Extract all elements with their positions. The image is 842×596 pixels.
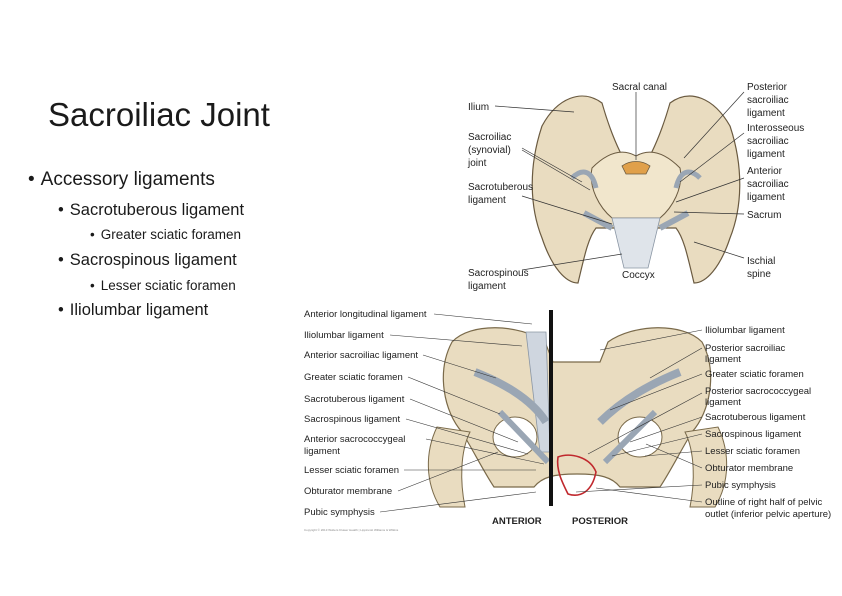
label-greater-sciatic-left: Greater sciatic foramen <box>304 372 403 383</box>
label-interosseous-ligament: ligament <box>747 149 785 160</box>
label-anterior-sacroiliac: sacroiliac <box>747 179 789 190</box>
label-outline-pelvic: Outline of right half of pelvic <box>705 497 822 508</box>
bullet-greater-sciatic: •Greater sciatic foramen <box>90 227 242 242</box>
label-sacrotuberous: Sacrotuberous <box>468 182 533 193</box>
label-posterior-sacrococcygeal-ligament: ligament <box>705 397 741 408</box>
right-femur <box>684 426 728 508</box>
label-anterior-sacroiliac-left: Anterior sacroiliac ligament <box>304 350 418 361</box>
label-greater-sciatic-right: Greater sciatic foramen <box>705 369 804 380</box>
label-anterior-sacrococcygeal-ligament: ligament <box>304 446 340 457</box>
pelvic-outlet-outline <box>556 454 597 496</box>
caption-anterior: ANTERIOR <box>492 516 542 527</box>
label-ischial-spine: spine <box>747 269 771 280</box>
bullet-lesser-sciatic: •Lesser sciatic foramen <box>90 278 236 293</box>
ligament-fan <box>611 217 661 269</box>
label-anterior-ligament: ligament <box>747 192 785 203</box>
sacroiliac-ligaments <box>473 368 682 425</box>
label-sacrotuberous-left: Sacrotuberous ligament <box>304 394 405 405</box>
label-sacrospinous-left: Sacrospinous ligament <box>304 414 400 425</box>
interosseous-ligament <box>570 169 702 189</box>
left-obturator <box>492 416 538 458</box>
label-ilium: Ilium <box>468 102 489 113</box>
sacrum-bone <box>590 151 682 219</box>
sacral-canal <box>621 161 651 175</box>
sacrotuberous-ligaments <box>497 409 658 465</box>
label-pubic-symphysis-right: Pubic symphysis <box>705 480 776 491</box>
slide-title: Sacroiliac Joint <box>48 96 270 133</box>
label-anterior-longitudinal: Anterior longitudinal ligament <box>304 309 427 320</box>
caption-posterior: POSTERIOR <box>572 516 628 527</box>
label-interosseous: Interosseous <box>747 123 804 134</box>
label-posterior: Posterior <box>747 82 788 93</box>
label-interosseous-sacroiliac: sacroiliac <box>747 136 789 147</box>
right-obturator <box>617 416 663 458</box>
bullet-sacrospinous: •Sacrospinous ligament <box>58 251 237 269</box>
label-posterior-sacrococcygeal: Posterior sacrococcygeal <box>705 386 811 397</box>
label-iliolumbar-left: Iliolumbar ligament <box>304 330 384 341</box>
label-pubic-symphysis-left: Pubic symphysis <box>304 507 375 518</box>
label-obturator-left: Obturator membrane <box>304 486 392 497</box>
label-synovial: (synovial) <box>468 145 511 156</box>
label-outline-pelvic-aperture: outlet (inferior pelvic aperture) <box>705 509 831 520</box>
label-anterior-sacrococcygeal: Anterior sacrococcygeal <box>304 434 405 445</box>
bullet-iliolumbar: •Iliolumbar ligament <box>58 301 209 319</box>
cross-section-svg: Ilium Sacroiliac (synovial) joint Sacrot… <box>467 82 804 292</box>
label-obturator-right: Obturator membrane <box>705 463 793 474</box>
label-lesser-sciatic-right: Lesser sciatic foramen <box>705 446 800 457</box>
label-lesser-sciatic-left: Lesser sciatic foramen <box>304 465 399 476</box>
copyright-text: Copyright © 2013 Wolters Kluwer Health |… <box>304 528 399 532</box>
label-posterior-ligament: ligament <box>747 108 785 119</box>
label-sacrotuberous-ligament: ligament <box>468 195 506 206</box>
pelvis-ligaments-figure: Anterior longitudinal ligament Iliolumba… <box>300 302 840 528</box>
label-posterior-sacroiliac: Posterior sacroiliac <box>705 343 785 354</box>
label-sacrum: Sacrum <box>747 210 781 221</box>
label-sacrospinous: Sacrospinous <box>468 268 529 279</box>
label-sacroiliac: Sacroiliac <box>468 132 511 143</box>
bullet-accessory-ligaments: •Accessory ligaments <box>28 169 215 190</box>
label-sacrotuberous-right: Sacrotuberous ligament <box>705 412 806 423</box>
label-ischial: Ischial <box>747 256 775 267</box>
label-sacrospinous-right: Sacrospinous ligament <box>705 429 801 440</box>
label-iliolumbar-right: Iliolumbar ligament <box>705 325 785 336</box>
label-posterior-sacroiliac: sacroiliac <box>747 95 789 106</box>
left-femur <box>427 426 471 508</box>
label-sacral-canal: Sacral canal <box>612 82 667 93</box>
sacrotuberous-ligament-lines <box>582 210 690 231</box>
label-coccyx: Coccyx <box>622 270 655 281</box>
label-posterior-sacroiliac-ligament: ligament <box>705 354 741 365</box>
bullet-sacrotuberous: •Sacrotuberous ligament <box>58 201 245 219</box>
sacroiliac-cross-section-figure: Ilium Sacroiliac (synovial) joint Sacrot… <box>462 78 814 300</box>
label-anterior: Anterior <box>747 166 783 177</box>
pelvis-svg: Anterior longitudinal ligament Iliolumba… <box>304 309 831 527</box>
divider-line <box>549 310 553 506</box>
label-sacrospinous-ligament: ligament <box>468 281 506 292</box>
label-joint: joint <box>467 158 487 169</box>
